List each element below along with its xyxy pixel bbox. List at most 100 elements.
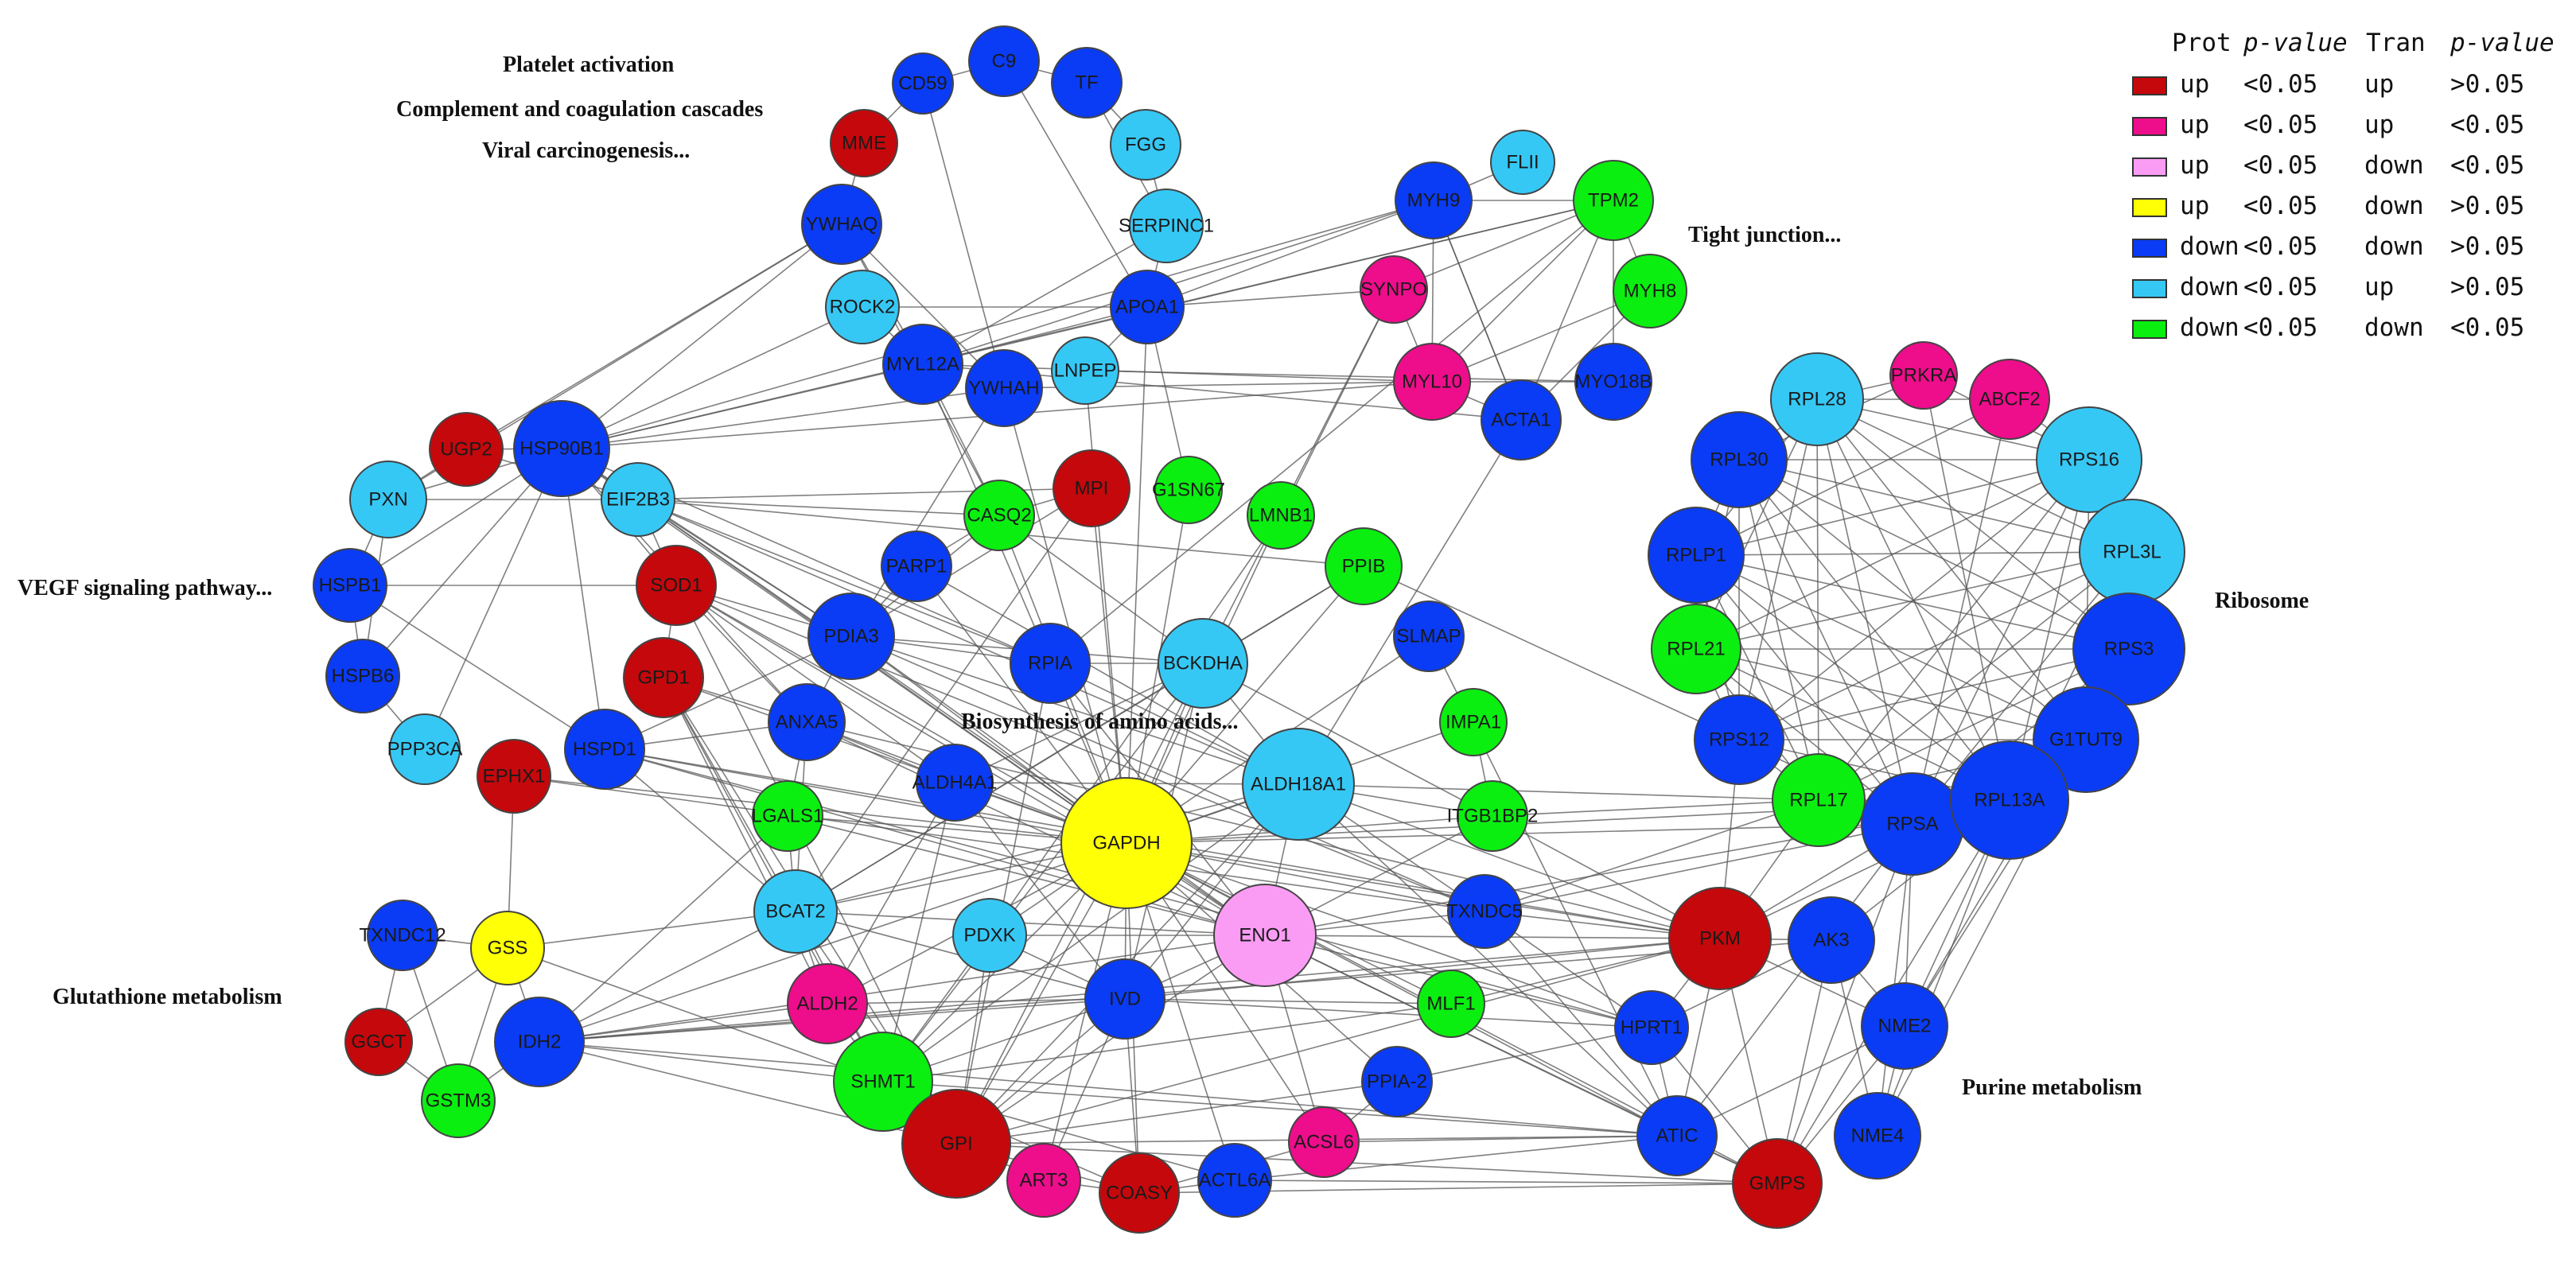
node-circle-rpl28[interactable] [1770,352,1864,446]
node-circle-gapdh[interactable] [1060,777,1193,909]
node-bcat2[interactable]: BCAT2 [753,869,838,954]
node-circle-pdxk[interactable] [952,898,1027,973]
node-hspb1[interactable]: HSPB1 [313,548,387,623]
node-circle-anxa5[interactable] [768,683,846,761]
node-circle-pkm[interactable] [1668,887,1772,990]
node-ephx1[interactable]: EPHX1 [477,739,551,814]
node-shmt1[interactable]: SHMT1 [833,1032,933,1132]
node-rpl17[interactable]: RPL17 [1772,753,1866,847]
node-eif2b3[interactable]: EIF2B3 [601,462,675,537]
node-c9[interactable]: C9 [968,25,1040,97]
node-circle-hsp90b1[interactable] [513,400,610,497]
node-aldh4a1[interactable]: ALDH4A1 [912,744,998,822]
node-circle-impa1[interactable] [1439,688,1508,756]
node-circle-rps16[interactable] [2036,406,2142,513]
node-hprt1[interactable]: HPRT1 [1614,990,1689,1065]
node-ivd[interactable]: IVD [1084,958,1165,1040]
node-g1sn67[interactable]: G1SN67 [1152,456,1225,524]
node-circle-flii[interactable] [1490,130,1555,195]
node-ppp3ca[interactable]: PPP3CA [387,713,463,785]
node-rpia[interactable]: RPIA [1010,623,1091,704]
node-circle-lnpep[interactable] [1051,336,1119,405]
node-circle-mme[interactable] [830,109,898,177]
node-circle-tf[interactable] [1051,47,1123,119]
node-rps3[interactable]: RPS3 [2072,593,2185,705]
node-circle-myh8[interactable] [1613,254,1687,328]
node-pkm[interactable]: PKM [1668,887,1772,990]
node-circle-nme4[interactable] [1834,1092,1921,1180]
node-aldh2[interactable]: ALDH2 [787,963,868,1044]
node-pdxk[interactable]: PDXK [952,898,1027,973]
node-gstm3[interactable]: GSTM3 [421,1063,496,1138]
node-myl10[interactable]: MYL10 [1393,343,1471,421]
node-circle-c9[interactable] [968,25,1040,97]
node-circle-cd59[interactable] [892,52,954,115]
node-circle-hprt1[interactable] [1614,990,1689,1065]
node-hspb6[interactable]: HSPB6 [325,639,400,713]
node-ywhaq[interactable]: YWHAQ [801,184,882,265]
node-nme2[interactable]: NME2 [1861,982,1948,1070]
node-tpm2[interactable]: TPM2 [1573,160,1654,241]
node-circle-rock2[interactable] [825,270,900,344]
node-sod1[interactable]: SOD1 [636,545,717,626]
node-myl12a[interactable]: MYL12A [882,324,963,405]
node-circle-abcf2[interactable] [1969,359,2050,440]
node-ggct[interactable]: GGCT [344,1008,413,1076]
node-lmnb1[interactable]: LMNB1 [1247,481,1315,550]
node-pxn[interactable]: PXN [349,461,427,538]
node-gmps[interactable]: GMPS [1732,1138,1823,1229]
node-acsl6[interactable]: ACSL6 [1288,1106,1360,1178]
node-rpl3l[interactable]: RPL3L [2079,499,2185,605]
node-circle-gstm3[interactable] [421,1063,496,1138]
node-circle-casq2[interactable] [963,480,1035,551]
node-coasy[interactable]: COASY [1099,1152,1180,1234]
node-g1tut9[interactable]: G1TUT9 [2033,686,2139,793]
node-circle-rpl30[interactable] [1691,411,1788,508]
node-circle-parp1[interactable] [881,531,952,602]
node-circle-txndc5[interactable] [1447,874,1522,949]
node-atic[interactable]: ATIC [1636,1095,1718,1176]
node-parp1[interactable]: PARP1 [881,531,952,602]
node-circle-tpm2[interactable] [1573,160,1654,241]
node-acta1[interactable]: ACTA1 [1481,379,1562,461]
node-circle-actl6a[interactable] [1197,1143,1272,1218]
node-synpo[interactable]: SYNPO [1360,255,1428,324]
node-circle-itgb1bp2[interactable] [1457,780,1528,852]
node-circle-aldh18a1[interactable] [1242,728,1355,841]
node-circle-apoa1[interactable] [1110,270,1185,344]
node-circle-ggct[interactable] [344,1008,413,1076]
node-circle-myl12a[interactable] [882,324,963,405]
node-circle-hspb6[interactable] [325,639,400,713]
node-mlf1[interactable]: MLF1 [1417,970,1485,1038]
node-circle-gpd1[interactable] [623,637,704,718]
node-circle-ppib[interactable] [1325,527,1403,605]
node-rpl21[interactable]: RPL21 [1651,604,1741,694]
node-circle-pxn[interactable] [349,461,427,538]
node-lnpep[interactable]: LNPEP [1051,336,1119,405]
node-circle-rplp1[interactable] [1648,507,1745,604]
node-slmap[interactable]: SLMAP [1393,600,1465,672]
node-circle-eno1[interactable] [1213,884,1317,987]
node-circle-lmnb1[interactable] [1247,481,1315,550]
node-tf[interactable]: TF [1051,47,1123,119]
node-circle-g1sn67[interactable] [1154,456,1223,524]
node-rpl28[interactable]: RPL28 [1770,352,1864,446]
node-anxa5[interactable]: ANXA5 [768,683,846,761]
node-circle-aldh4a1[interactable] [916,744,994,822]
node-circle-gss[interactable] [470,911,545,985]
node-circle-ppp3ca[interactable] [389,713,461,785]
node-circle-rps3[interactable] [2072,593,2185,705]
node-circle-coasy[interactable] [1099,1152,1180,1234]
node-circle-art3[interactable] [1006,1143,1081,1218]
node-myo18b[interactable]: MYO18B [1574,343,1652,421]
node-aldh18a1[interactable]: ALDH18A1 [1242,728,1355,841]
node-gpd1[interactable]: GPD1 [623,637,704,718]
node-circle-bcat2[interactable] [753,869,838,954]
node-circle-pdia3[interactable] [807,593,895,680]
node-gapdh[interactable]: GAPDH [1060,777,1193,909]
node-itgb1bp2[interactable]: ITGB1BP2 [1447,780,1539,852]
node-circle-gpi[interactable] [901,1089,1011,1199]
node-cd59[interactable]: CD59 [892,52,954,115]
node-abcf2[interactable]: ABCF2 [1969,359,2050,440]
node-rps16[interactable]: RPS16 [2036,406,2142,513]
